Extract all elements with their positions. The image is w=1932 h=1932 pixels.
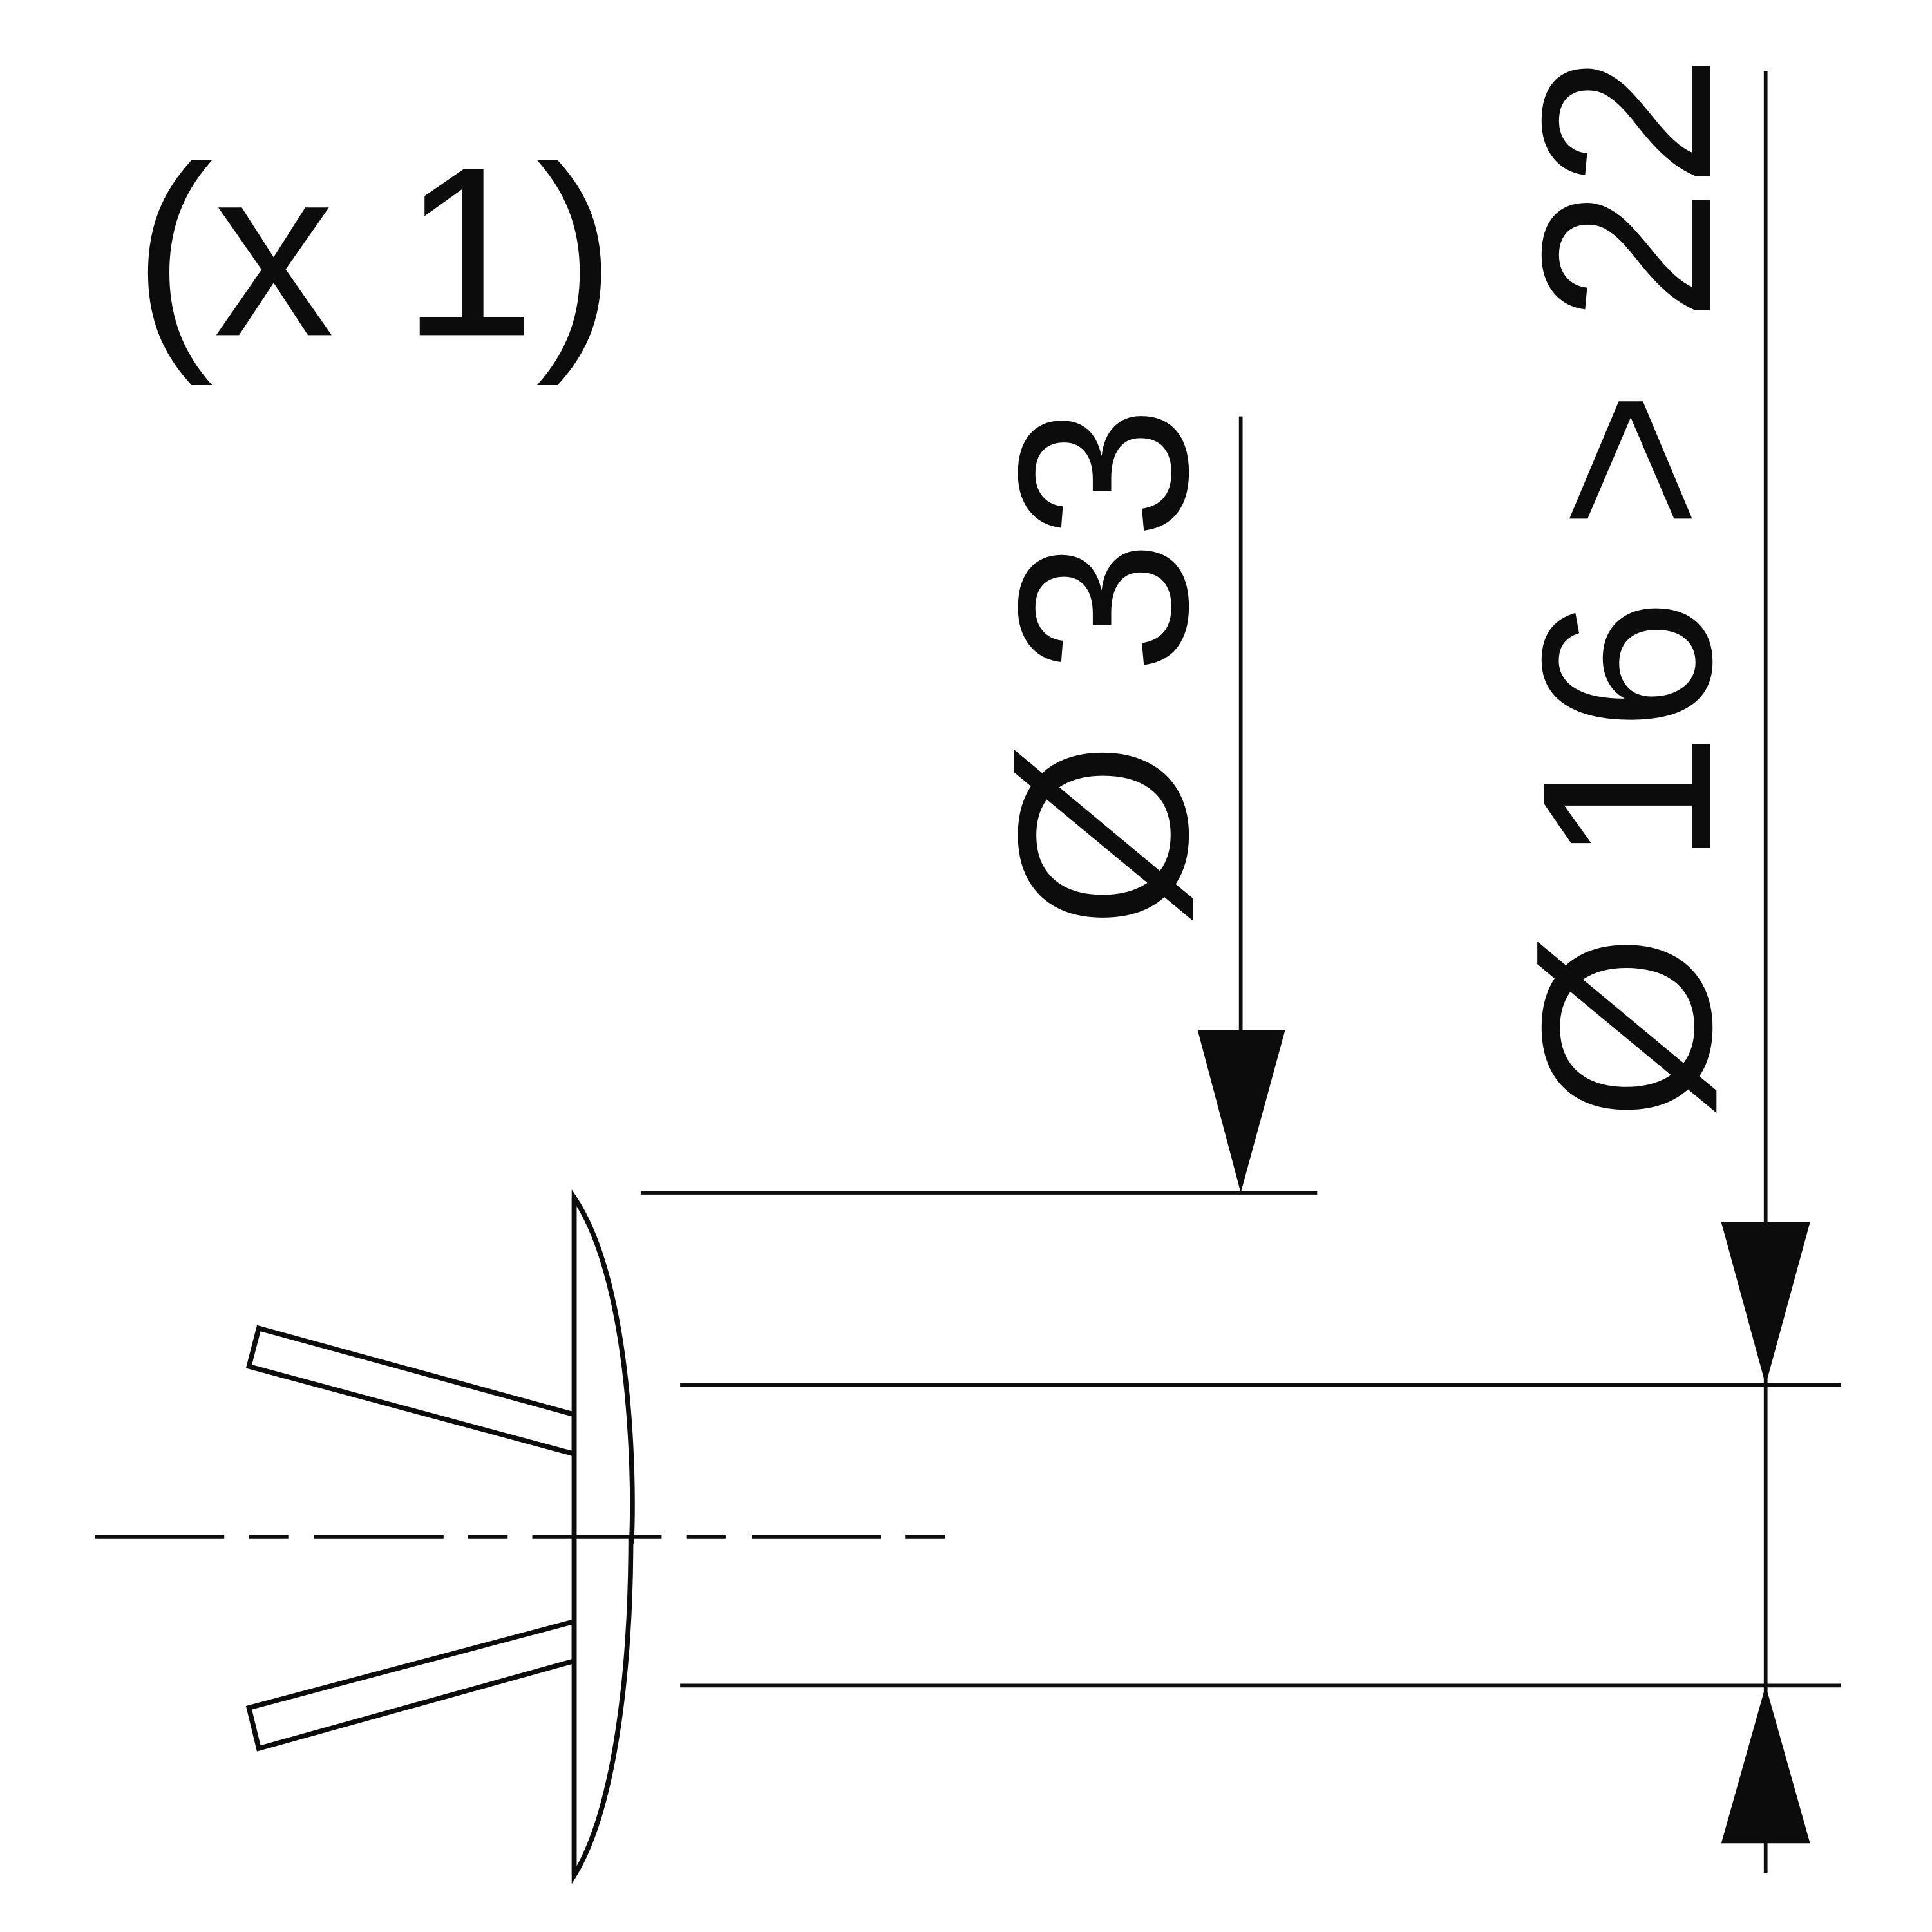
cap-dome [571, 1189, 635, 1884]
inner-dimension-arrowhead-bottom [1721, 1685, 1810, 1844]
lower-prong [245, 1618, 577, 1752]
upper-prong [245, 1325, 577, 1457]
inner-dimension-arrowhead-top [1721, 1222, 1810, 1385]
quantity-label: (x 1) [133, 117, 616, 388]
inner-diameter-label: Ø 16 > 22 [1493, 54, 1762, 1121]
outer-dimension-arrowhead [1197, 1030, 1285, 1193]
outer-diameter-label: Ø 33 [969, 406, 1238, 929]
plug-cap-outline [245, 1189, 635, 1884]
